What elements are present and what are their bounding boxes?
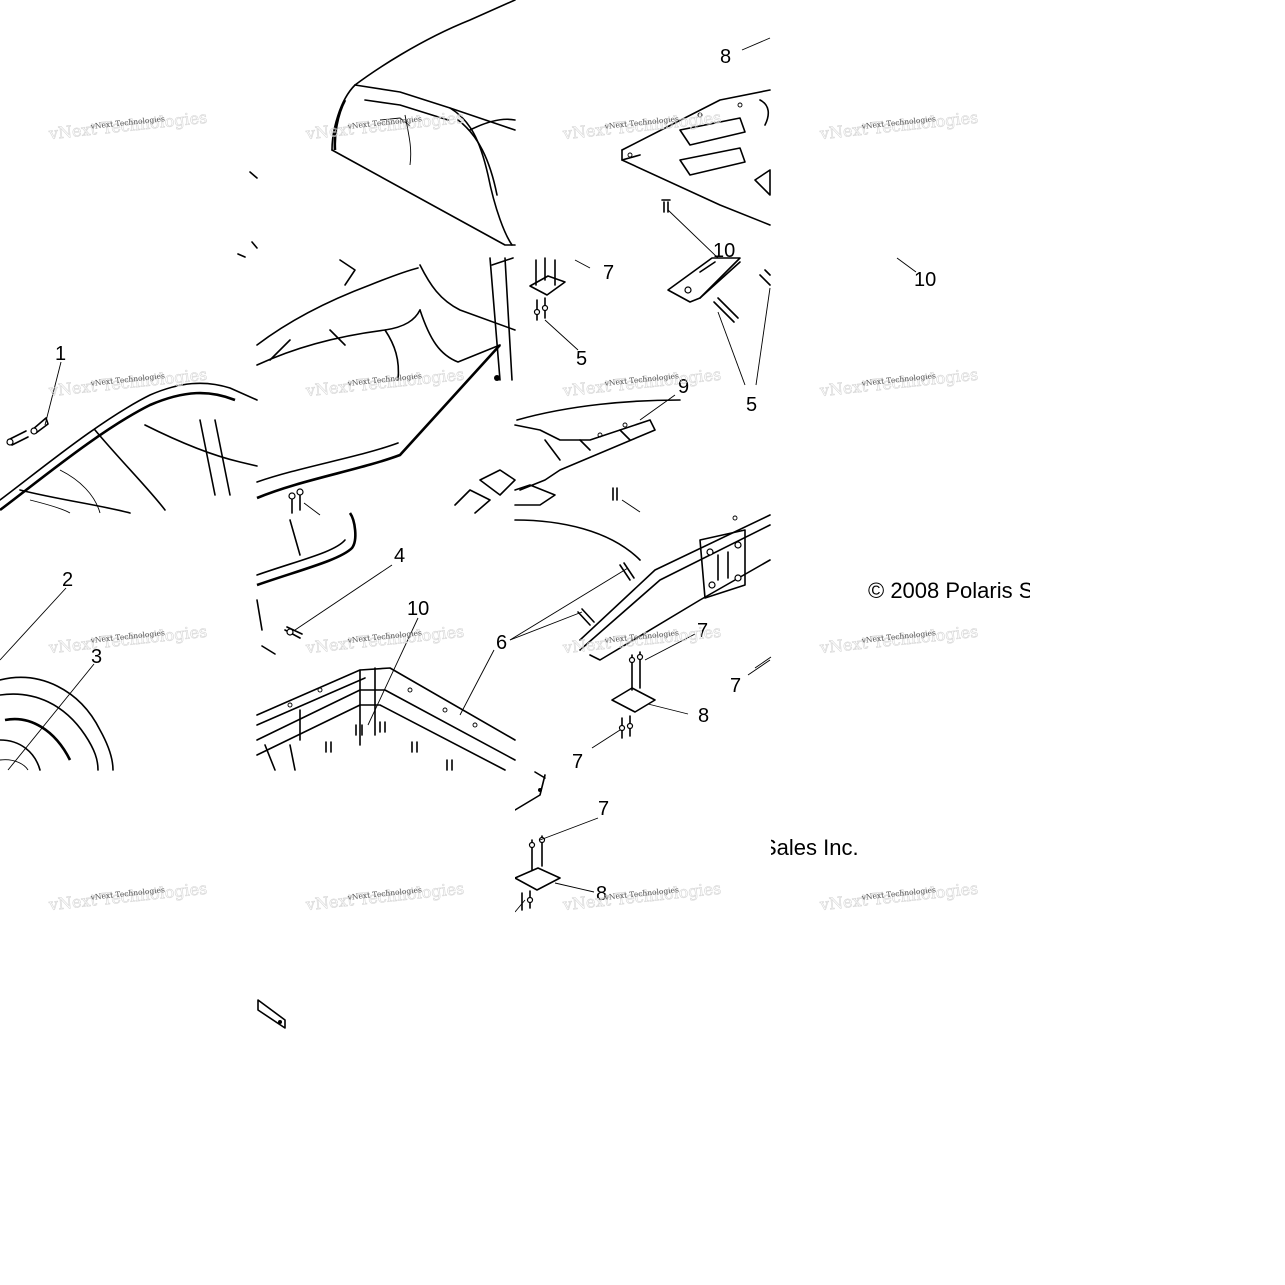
copyright-part-2: Sales Inc. — [762, 835, 859, 860]
part-8-bracket-mid — [611, 651, 656, 739]
callout-4: 4 — [394, 545, 405, 567]
seat-front — [0, 382, 258, 514]
callout-7-d: 7 — [572, 751, 583, 773]
callout-7-a: 7 — [603, 262, 614, 284]
part-4-pin — [261, 626, 303, 655]
seat-lower-edge — [256, 512, 357, 631]
callout-10-c: 10 — [407, 598, 429, 620]
callout-7-c: 7 — [730, 675, 741, 697]
seat-rear-top — [331, 0, 516, 246]
edge-fragments — [237, 171, 917, 669]
part-1-pins — [6, 417, 49, 446]
part-7-bracket-top — [491, 257, 566, 321]
callout-labels: 1 2 3 4 5 5 6 7 7 7 7 7 8 8 8 9 10 10 10 — [55, 46, 936, 905]
callout-10-a: 10 — [713, 240, 735, 262]
callout-10-b: 10 — [914, 269, 936, 291]
seat-screws-bottom — [288, 488, 321, 516]
callout-8-c: 8 — [596, 883, 607, 905]
copyright-part-2-clip: Sales Inc. — [740, 830, 859, 865]
callout-6: 6 — [496, 632, 507, 654]
callout-1: 1 — [55, 343, 66, 365]
seat-bracket-9 — [454, 399, 681, 514]
leader-lines — [0, 37, 917, 893]
seat-tail — [0, 676, 114, 771]
rear-bracket-upper — [667, 257, 771, 323]
callout-3: 3 — [91, 646, 102, 668]
callout-2: 2 — [62, 569, 73, 591]
callout-5-b: 5 — [746, 394, 757, 416]
callout-9: 9 — [678, 376, 689, 398]
part-8-bracket-bottom — [514, 771, 561, 913]
callout-8-a: 8 — [720, 46, 731, 68]
side-rail — [514, 514, 771, 661]
rear-panel — [621, 89, 771, 226]
callout-8-b: 8 — [698, 705, 709, 727]
frame-assembly — [256, 667, 516, 1029]
copyright-part-1: © 2008 Polaris S — [868, 578, 1033, 603]
callout-7-e: 7 — [598, 798, 609, 820]
seat-middle — [256, 257, 516, 500]
callout-5-a: 5 — [576, 348, 587, 370]
callout-7-b: 7 — [697, 620, 708, 642]
